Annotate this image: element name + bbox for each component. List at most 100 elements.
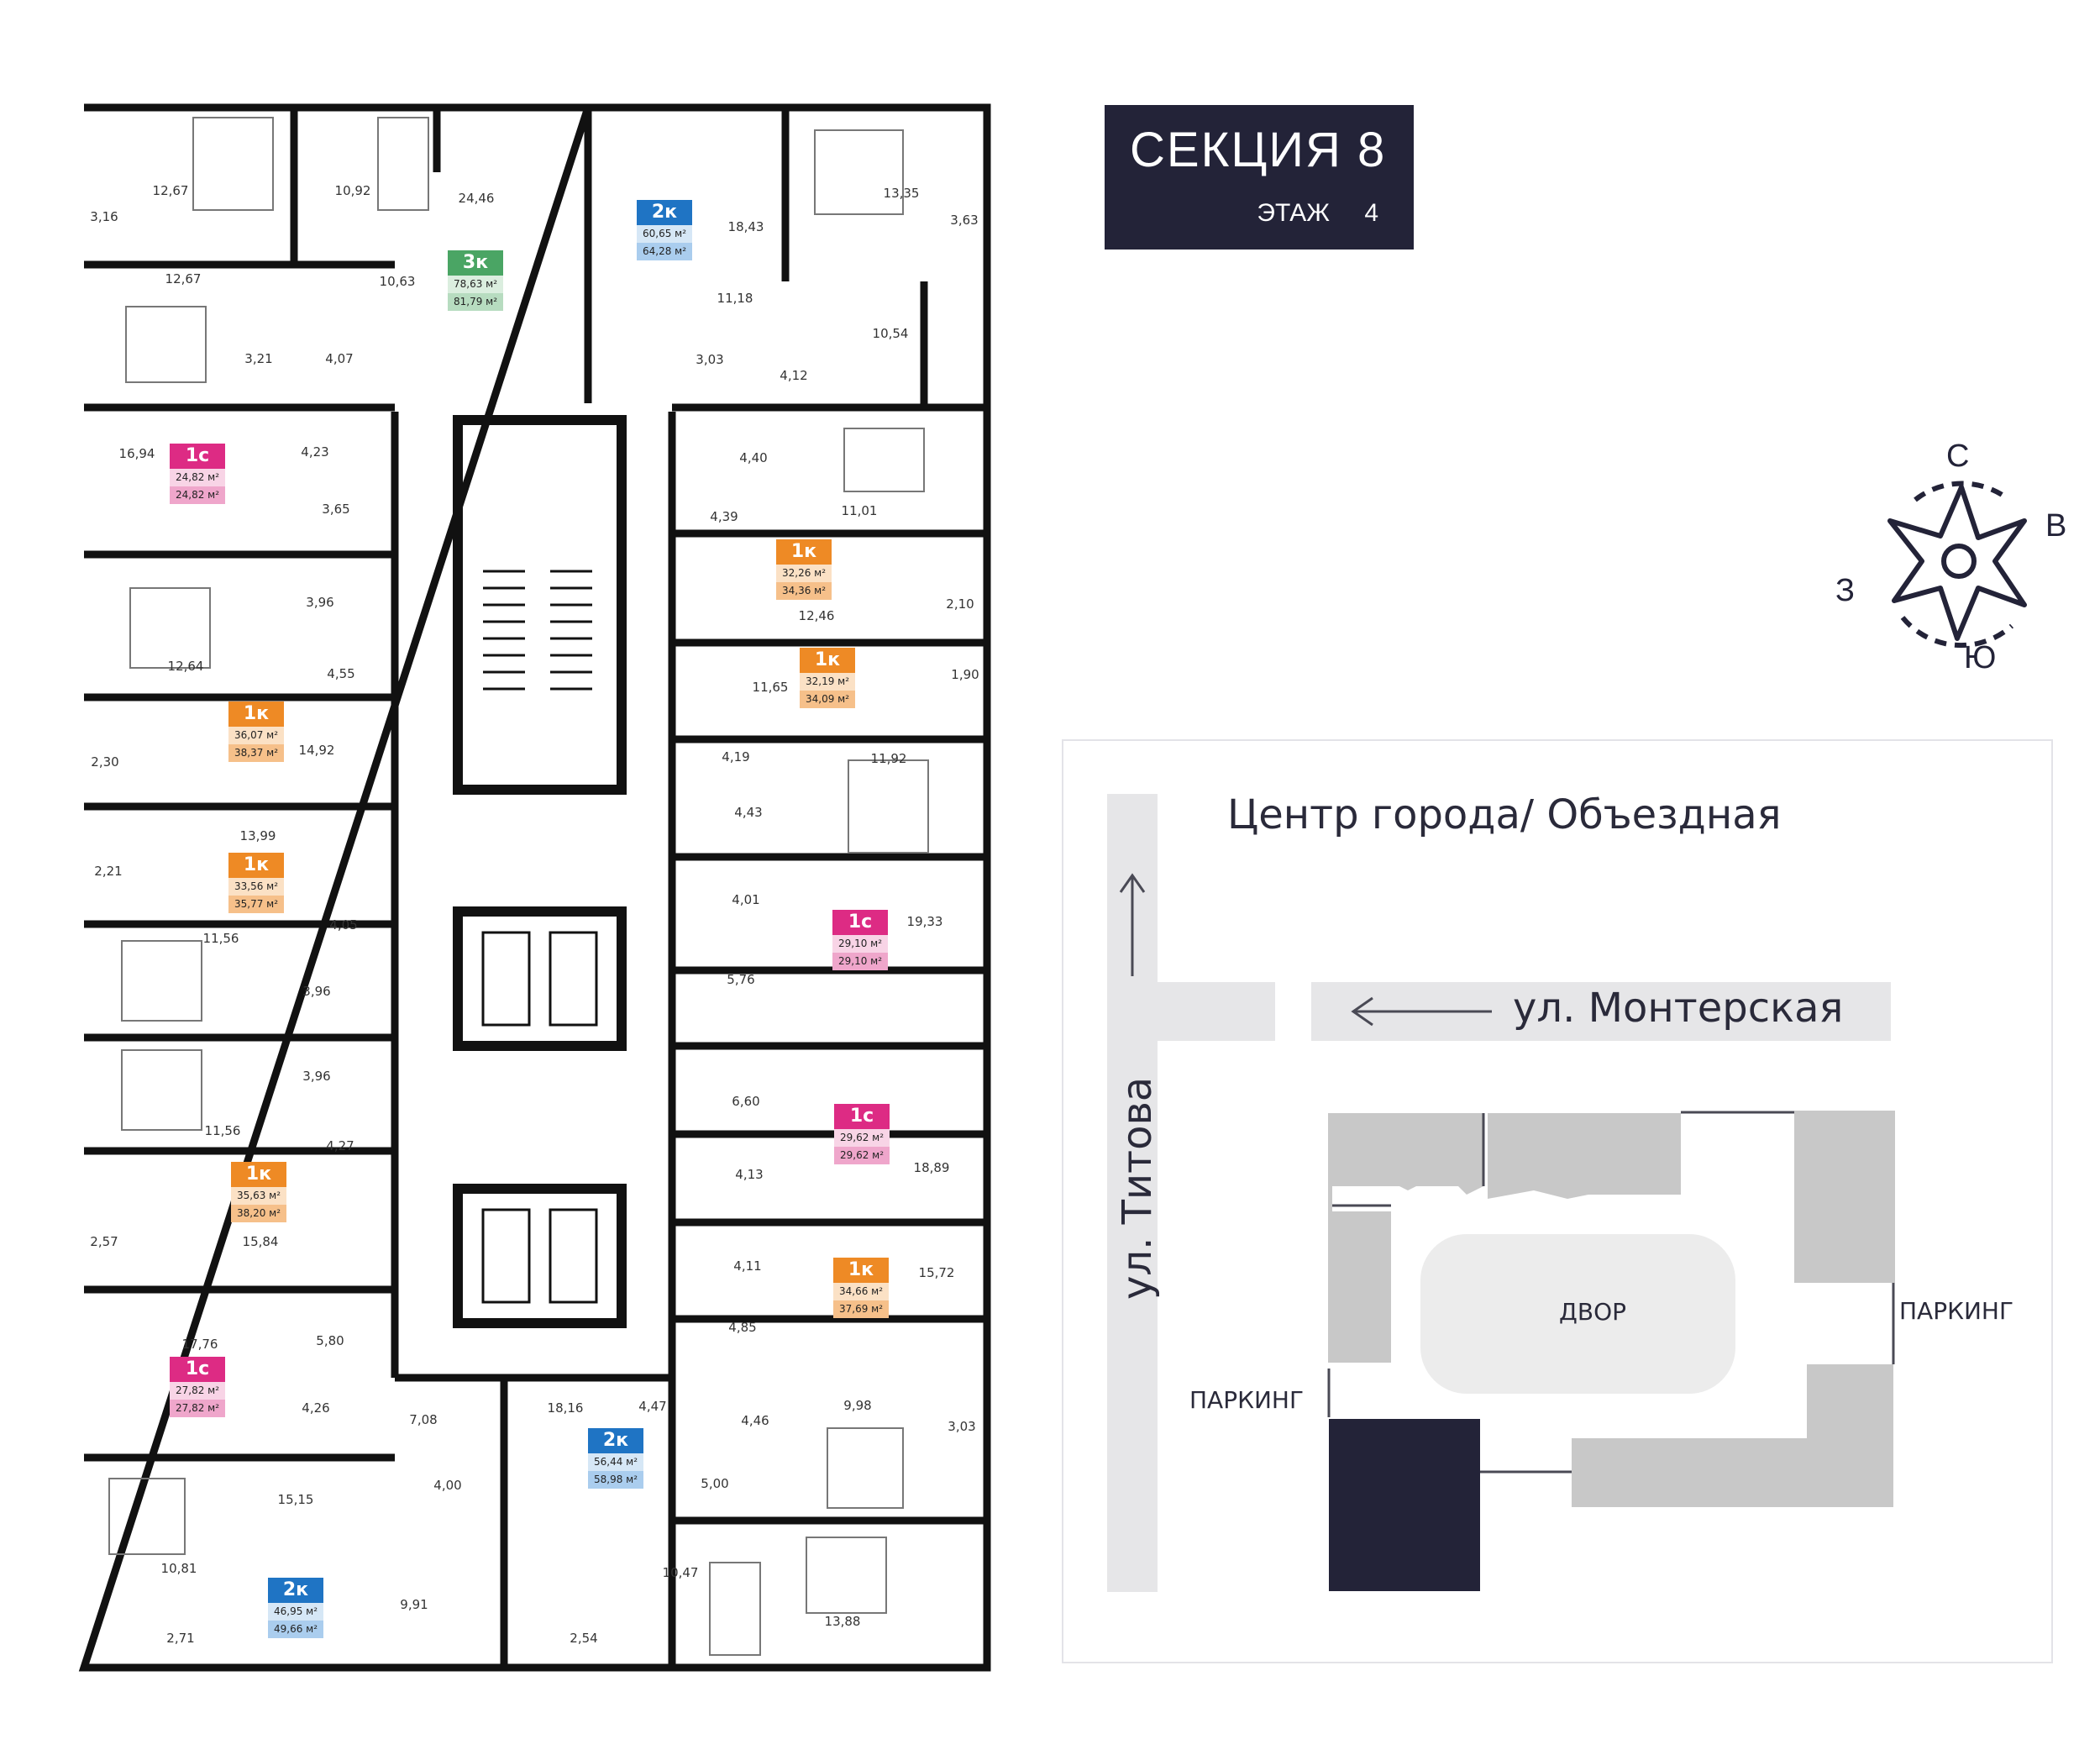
room-area: 3,21	[244, 351, 273, 366]
unit-total-area: 49,66 м²	[268, 1621, 323, 1638]
room-area: 13,35	[883, 186, 920, 201]
room-area: 14,92	[298, 743, 335, 758]
room-area: 2,57	[90, 1234, 118, 1249]
unit-total-area: 38,20 м²	[231, 1205, 286, 1222]
unit-type: 1к	[228, 701, 284, 727]
unit-badge-2k[interactable]: 2к 46,95 м² 49,66 м²	[268, 1578, 323, 1638]
unit-badge-1k[interactable]: 1к 34,66 м² 37,69 м²	[833, 1258, 889, 1318]
unit-badge-3k[interactable]: 3к 78,63 м² 81,79 м²	[448, 250, 503, 311]
unit-total-area: 58,98 м²	[588, 1471, 643, 1489]
unit-badge-1k[interactable]: 1к 35,63 м² 38,20 м²	[231, 1162, 286, 1222]
room-area: 4,12	[780, 368, 808, 383]
floor-plan-walls	[78, 103, 991, 1672]
parking-left-label: ПАРКИНГ	[1189, 1386, 1305, 1414]
unit-badge-1s[interactable]: 1с 27,82 м² 27,82 м²	[170, 1357, 225, 1417]
unit-type: 2к	[588, 1428, 643, 1453]
room-area: 24,46	[458, 191, 495, 206]
room-area: 10,63	[379, 274, 416, 289]
room-area: 18,43	[727, 219, 764, 234]
room-area: 3,03	[696, 352, 724, 367]
room-area: 10,92	[334, 183, 371, 198]
room-area: 4,01	[732, 892, 760, 907]
unit-total-area: 29,10 м²	[832, 953, 888, 970]
room-area: 1,90	[951, 667, 979, 682]
room-area: 2,71	[166, 1631, 195, 1646]
room-area: 11,92	[870, 751, 907, 766]
unit-type: 1к	[776, 539, 832, 565]
room-area: 5,00	[701, 1476, 729, 1491]
room-area: 5,76	[727, 972, 755, 987]
room-area: 4,46	[741, 1413, 769, 1428]
street-monterskaya-label: ул. Монтерская	[1513, 985, 1844, 1032]
room-area: 12,67	[152, 183, 189, 198]
courtyard-area	[1420, 1234, 1735, 1394]
unit-total-area: 29,62 м²	[834, 1147, 890, 1164]
unit-badge-2k[interactable]: 2к 60,65 м² 64,28 м²	[637, 200, 692, 260]
unit-type: 1с	[170, 1357, 225, 1382]
unit-living-area: 56,44 м²	[588, 1453, 643, 1471]
unit-living-area: 29,62 м²	[834, 1129, 890, 1147]
room-area: 4,05	[329, 917, 358, 933]
unit-type: 1с	[832, 910, 888, 935]
unit-badge-1k[interactable]: 1к 32,26 м² 34,36 м²	[776, 539, 832, 600]
unit-total-area: 37,69 м²	[833, 1300, 889, 1318]
room-area: 19,33	[906, 914, 943, 929]
floor-number: 4	[1364, 199, 1378, 227]
room-area: 4,07	[325, 351, 354, 366]
unit-living-area: 60,65 м²	[637, 225, 692, 243]
room-area: 5,80	[316, 1333, 344, 1348]
compass-west: З	[1835, 573, 1855, 608]
site-map: Центр города/ Объездная ул. Монтерская у…	[1062, 739, 2053, 1663]
room-area: 3,03	[948, 1419, 976, 1434]
unit-badge-1s[interactable]: 1с 29,62 м² 29,62 м²	[834, 1104, 890, 1164]
room-area: 4,27	[326, 1138, 354, 1153]
room-area: 16,94	[118, 446, 155, 461]
room-area: 2,54	[570, 1631, 598, 1646]
compass-rose: С В З Ю	[1831, 437, 2083, 689]
unit-badge-1s[interactable]: 1с 24,82 м² 24,82 м²	[170, 444, 225, 504]
street-titova-label: ул. Титова	[1114, 1076, 1161, 1300]
unit-living-area: 35,63 м²	[231, 1187, 286, 1205]
compass-east: В	[2045, 508, 2067, 544]
unit-total-area: 34,09 м²	[800, 691, 855, 708]
room-area: 15,84	[242, 1234, 279, 1249]
room-area: 4,19	[722, 749, 750, 764]
unit-type: 1к	[833, 1258, 889, 1283]
arrow-up-icon	[1119, 873, 1146, 976]
room-area: 2,30	[91, 754, 119, 770]
unit-badge-1k[interactable]: 1к 32,19 м² 34,09 м²	[800, 648, 855, 708]
room-area: 11,18	[717, 291, 753, 306]
unit-living-area: 29,10 м²	[832, 935, 888, 953]
room-area: 4,55	[327, 666, 355, 681]
room-area: 13,88	[824, 1614, 861, 1629]
room-area: 11,56	[204, 1123, 241, 1138]
room-area: 6,60	[732, 1094, 760, 1109]
parking-right-label: ПАРКИНГ	[1899, 1297, 2014, 1325]
room-area: 4,47	[638, 1399, 667, 1414]
unit-total-area: 81,79 м²	[448, 293, 503, 311]
room-area: 4,23	[301, 444, 329, 460]
room-area: 18,89	[913, 1160, 950, 1175]
courtyard-label: ДВОР	[1559, 1298, 1627, 1326]
site-map-drawing	[1107, 794, 1895, 1592]
unit-badge-2k[interactable]: 2к 56,44 м² 58,98 м²	[588, 1428, 643, 1489]
room-area: 3,16	[90, 209, 118, 224]
room-area: 11,56	[202, 931, 239, 946]
room-area: 12,64	[167, 659, 204, 674]
section-header-card: СЕКЦИЯ 8 ЭТАЖ 4	[1105, 105, 1414, 250]
room-area: 3,63	[950, 213, 979, 228]
room-area: 4,26	[302, 1400, 330, 1416]
unit-badge-1s[interactable]: 1с 29,10 м² 29,10 м²	[832, 910, 888, 970]
room-area: 3,96	[302, 984, 331, 999]
unit-type: 1к	[228, 853, 284, 878]
unit-type: 2к	[637, 200, 692, 225]
unit-type: 1к	[800, 648, 855, 673]
room-area: 3,96	[302, 1069, 331, 1084]
room-area: 7,08	[409, 1412, 438, 1427]
unit-type: 1с	[834, 1104, 890, 1129]
unit-living-area: 36,07 м²	[228, 727, 284, 744]
unit-badge-1k[interactable]: 1к 36,07 м² 38,37 м²	[228, 701, 284, 762]
room-area: 18,16	[547, 1400, 584, 1416]
unit-badge-1k[interactable]: 1к 33,56 м² 35,77 м²	[228, 853, 284, 913]
room-area: 10,54	[872, 326, 909, 341]
